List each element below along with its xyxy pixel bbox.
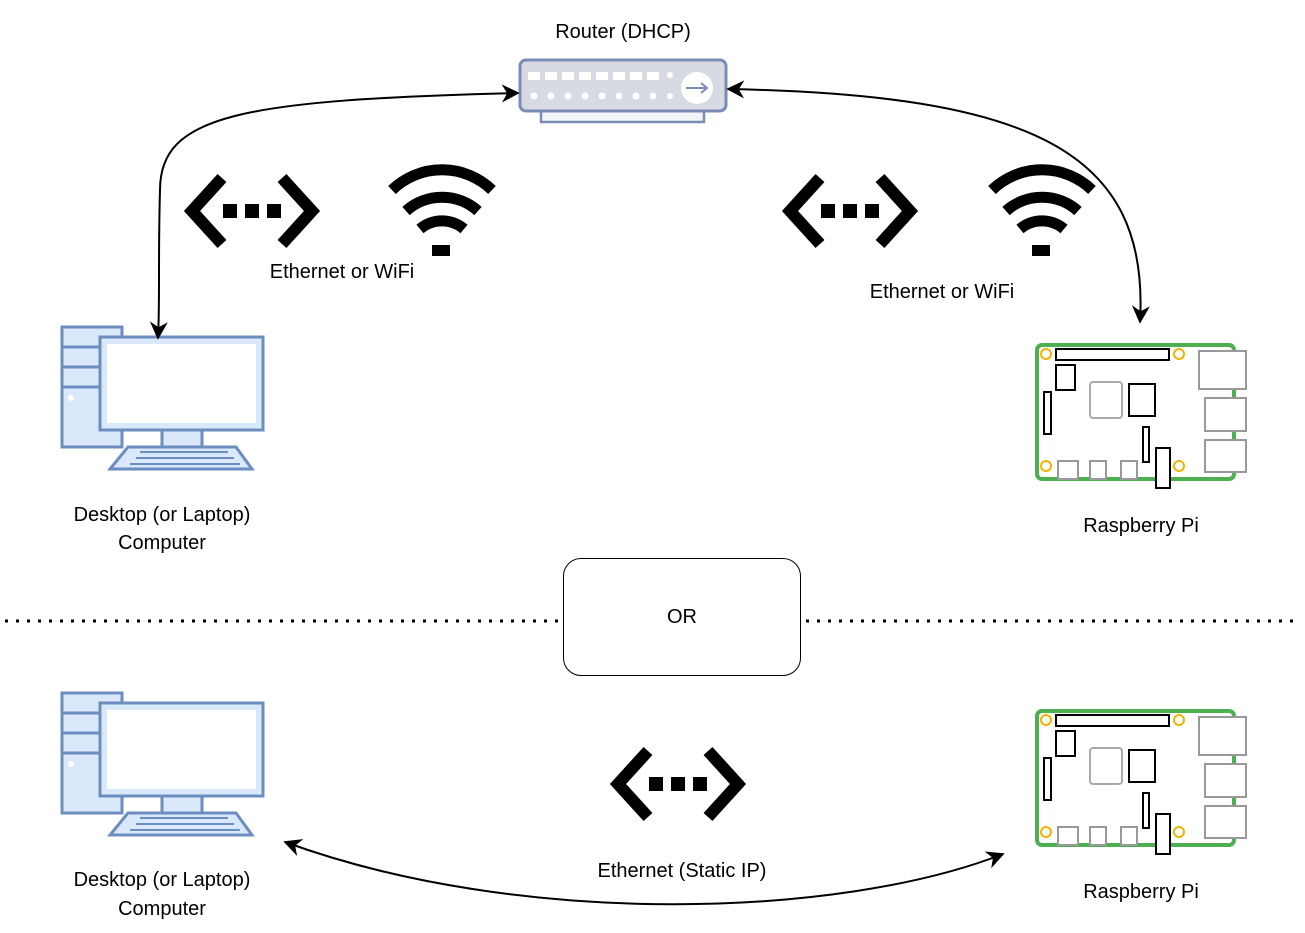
- desktop-computer-icon-bottom: [60, 691, 265, 837]
- desktop-label-bottom-line2: Computer: [118, 898, 206, 920]
- connector-router-desktop: [149, 84, 520, 340]
- desktop-label-top-line1: Desktop (or Laptop): [73, 504, 251, 526]
- or-label: OR: [667, 605, 697, 628]
- or-box: OR: [563, 558, 801, 676]
- connector-router-pi: [726, 80, 1150, 324]
- wifi-icon-left: [392, 170, 492, 256]
- ethernet-icon-bottom: [618, 751, 738, 817]
- link-label-right: Ethernet or WiFi: [869, 281, 1015, 303]
- raspberry-pi-board-icon-top: [1035, 343, 1248, 490]
- desktop-computer-icon-top: [60, 325, 265, 471]
- connector-desktop-pi: [283, 839, 1005, 906]
- pi-label-top: Raspberry Pi: [1083, 515, 1199, 537]
- raspberry-pi-board-icon-bottom: [1035, 709, 1248, 856]
- desktop-label-bottom-line1: Desktop (or Laptop): [73, 869, 251, 891]
- link-label-left: Ethernet or WiFi: [269, 261, 415, 283]
- desktop-label-top-line2: Computer: [118, 532, 206, 554]
- router-label: Router (DHCP): [555, 21, 691, 43]
- link-label-bottom: Ethernet (Static IP): [597, 860, 767, 882]
- ethernet-icon-left: [192, 178, 312, 244]
- wifi-icon-right: [992, 170, 1092, 256]
- pi-label-bottom: Raspberry Pi: [1083, 881, 1199, 903]
- router-icon: [518, 58, 728, 124]
- ethernet-icon-right: [790, 178, 910, 244]
